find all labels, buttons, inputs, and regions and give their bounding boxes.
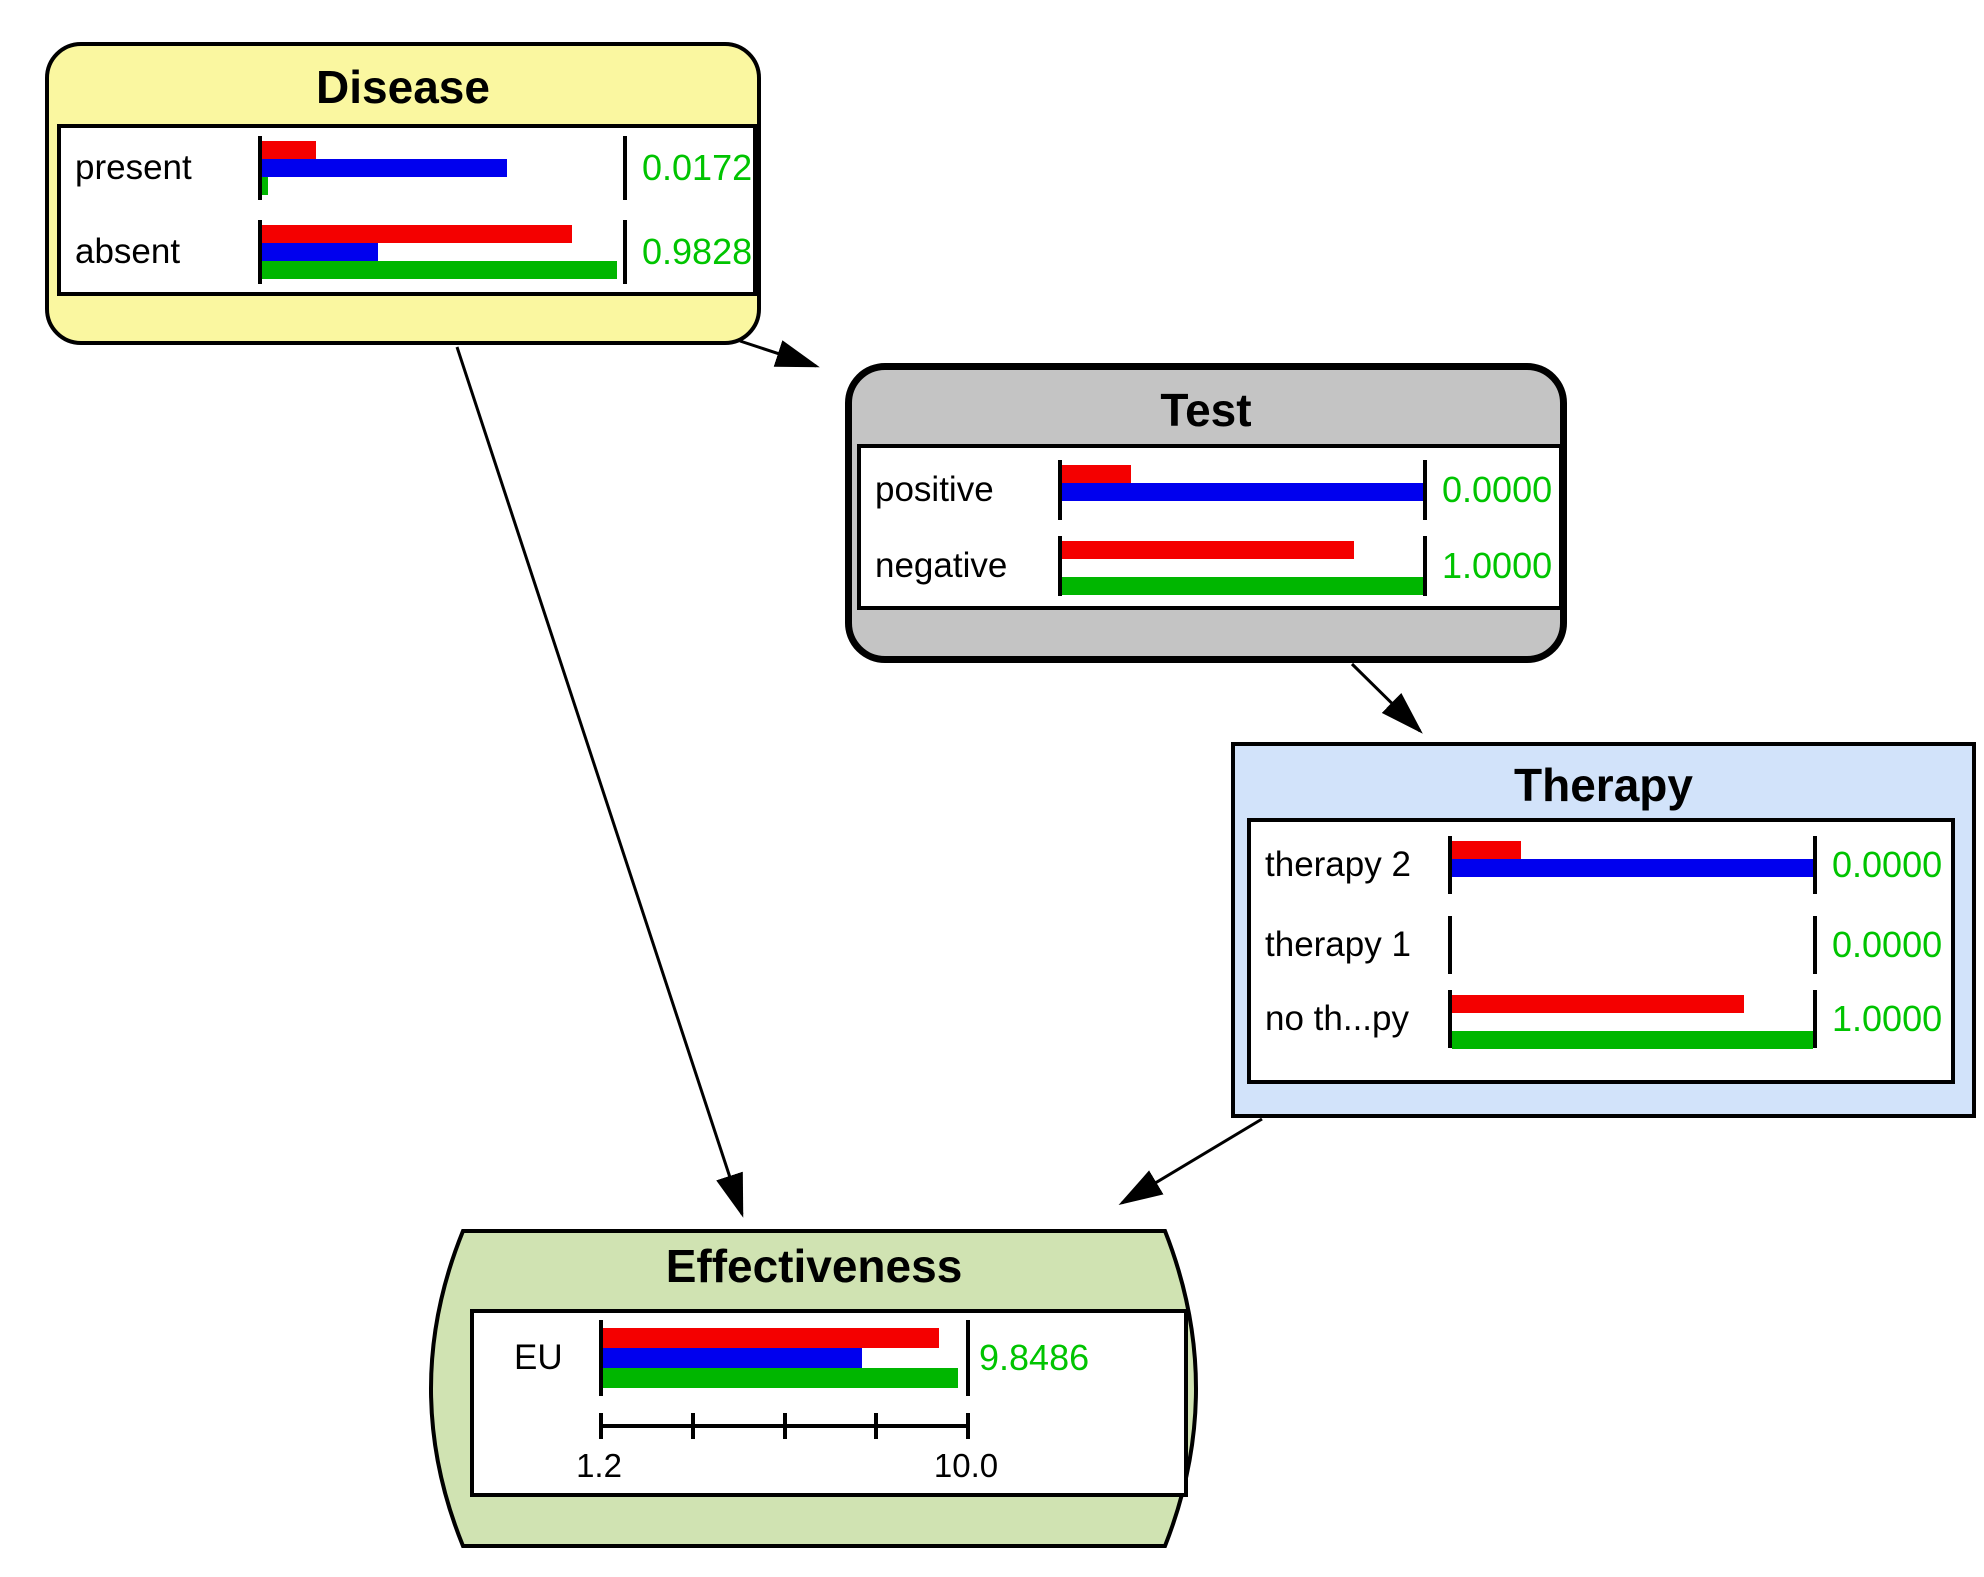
state-row-positive: positive 0.0000	[861, 460, 1559, 520]
blue-belief-bar	[262, 243, 378, 261]
state-row-therapy1: therapy 1 0.0000	[1251, 916, 1951, 974]
edge-disease-effectiveness	[455, 346, 744, 1218]
state-label: positive	[875, 470, 994, 509]
node-effectiveness-title: Effectiveness	[665, 1240, 963, 1292]
scale-max-label: 10.0	[933, 1447, 999, 1484]
state-label: no th...py	[1265, 999, 1409, 1038]
scale-min-label: 1.2	[576, 1447, 622, 1484]
edge-test-therapy	[1350, 662, 1423, 734]
state-row-therapy2: therapy 2 0.0000	[1251, 836, 1951, 894]
node-test[interactable]: Test positive 0.0000 negative 1.0000	[845, 363, 1567, 663]
utility-scale-axis	[599, 1413, 970, 1439]
node-therapy[interactable]: Therapy therapy 2 0.0000 therapy 1 0.000…	[1231, 742, 1976, 1118]
state-label: EU	[514, 1338, 563, 1377]
red-belief-bar	[1452, 995, 1745, 1013]
state-row-negative: negative 1.0000	[861, 536, 1559, 596]
state-value: 0.0000	[1442, 469, 1553, 510]
red-belief-bar	[1452, 841, 1521, 859]
state-label: therapy 2	[1265, 845, 1411, 884]
red-utility-bar	[603, 1328, 940, 1348]
state-label: negative	[875, 546, 1008, 585]
state-label: present	[75, 148, 192, 187]
node-disease[interactable]: Disease present 0.0172 absent 0.9828	[45, 42, 761, 345]
axis-tick	[966, 1413, 970, 1439]
state-row-eu: EU 9.8486	[474, 1320, 1184, 1396]
blue-belief-bar	[1452, 859, 1813, 877]
node-test-title: Test	[1160, 384, 1252, 436]
axis-tick	[599, 1413, 603, 1439]
state-value: 0.0172	[642, 147, 753, 188]
axis-tick	[691, 1413, 695, 1439]
green-belief-bar	[1452, 1031, 1813, 1049]
belief-bars	[1448, 916, 1817, 974]
blue-belief-bar	[262, 159, 508, 177]
belief-bars	[1058, 460, 1427, 520]
red-belief-bar	[262, 141, 317, 159]
node-disease-title: Disease	[316, 61, 490, 113]
state-value: 1.0000	[1832, 998, 1943, 1039]
red-belief-bar	[262, 225, 573, 243]
utility-bars	[599, 1320, 970, 1396]
state-value: 1.0000	[1442, 545, 1553, 586]
green-utility-bar	[603, 1368, 958, 1388]
belief-bars	[1448, 836, 1817, 894]
green-belief-bar	[1062, 577, 1423, 595]
state-row-present: present 0.0172	[61, 136, 753, 200]
node-therapy-beliefs: therapy 2 0.0000 therapy 1 0.0000 no th.…	[1247, 818, 1955, 1084]
node-effectiveness-values: EU 9.8486 1.2 10.0	[470, 1309, 1188, 1497]
state-label: absent	[75, 232, 181, 271]
green-belief-bar	[262, 261, 617, 279]
edge-disease-test	[739, 339, 820, 368]
node-disease-beliefs: present 0.0172 absent 0.9828	[57, 124, 757, 296]
state-value: 0.0000	[1832, 924, 1943, 965]
blue-utility-bar	[603, 1348, 863, 1368]
belief-bars	[258, 136, 627, 200]
node-test-beliefs: positive 0.0000 negative 1.0000	[857, 444, 1563, 610]
state-value: 0.0000	[1832, 844, 1943, 885]
state-label: therapy 1	[1265, 925, 1411, 964]
state-row-absent: absent 0.9828	[61, 220, 753, 284]
state-value: 0.9828	[642, 231, 753, 272]
axis-tick	[874, 1413, 878, 1439]
node-effectiveness[interactable]: Effectiveness EU 9.8486 1.2 10.0	[428, 1229, 1200, 1548]
axis-tick	[783, 1413, 787, 1439]
belief-bars	[1058, 536, 1427, 596]
state-row-no-therapy: no th...py 1.0000	[1251, 990, 1951, 1049]
node-therapy-title: Therapy	[1514, 759, 1693, 811]
red-belief-bar	[1062, 541, 1355, 559]
green-belief-bar	[262, 177, 269, 195]
state-value: 9.8486	[979, 1337, 1090, 1378]
belief-bars	[1448, 990, 1817, 1049]
edge-therapy-effectiveness	[1118, 1117, 1263, 1206]
red-belief-bar	[1062, 465, 1131, 483]
blue-belief-bar	[1062, 483, 1423, 501]
belief-bars	[258, 220, 627, 284]
